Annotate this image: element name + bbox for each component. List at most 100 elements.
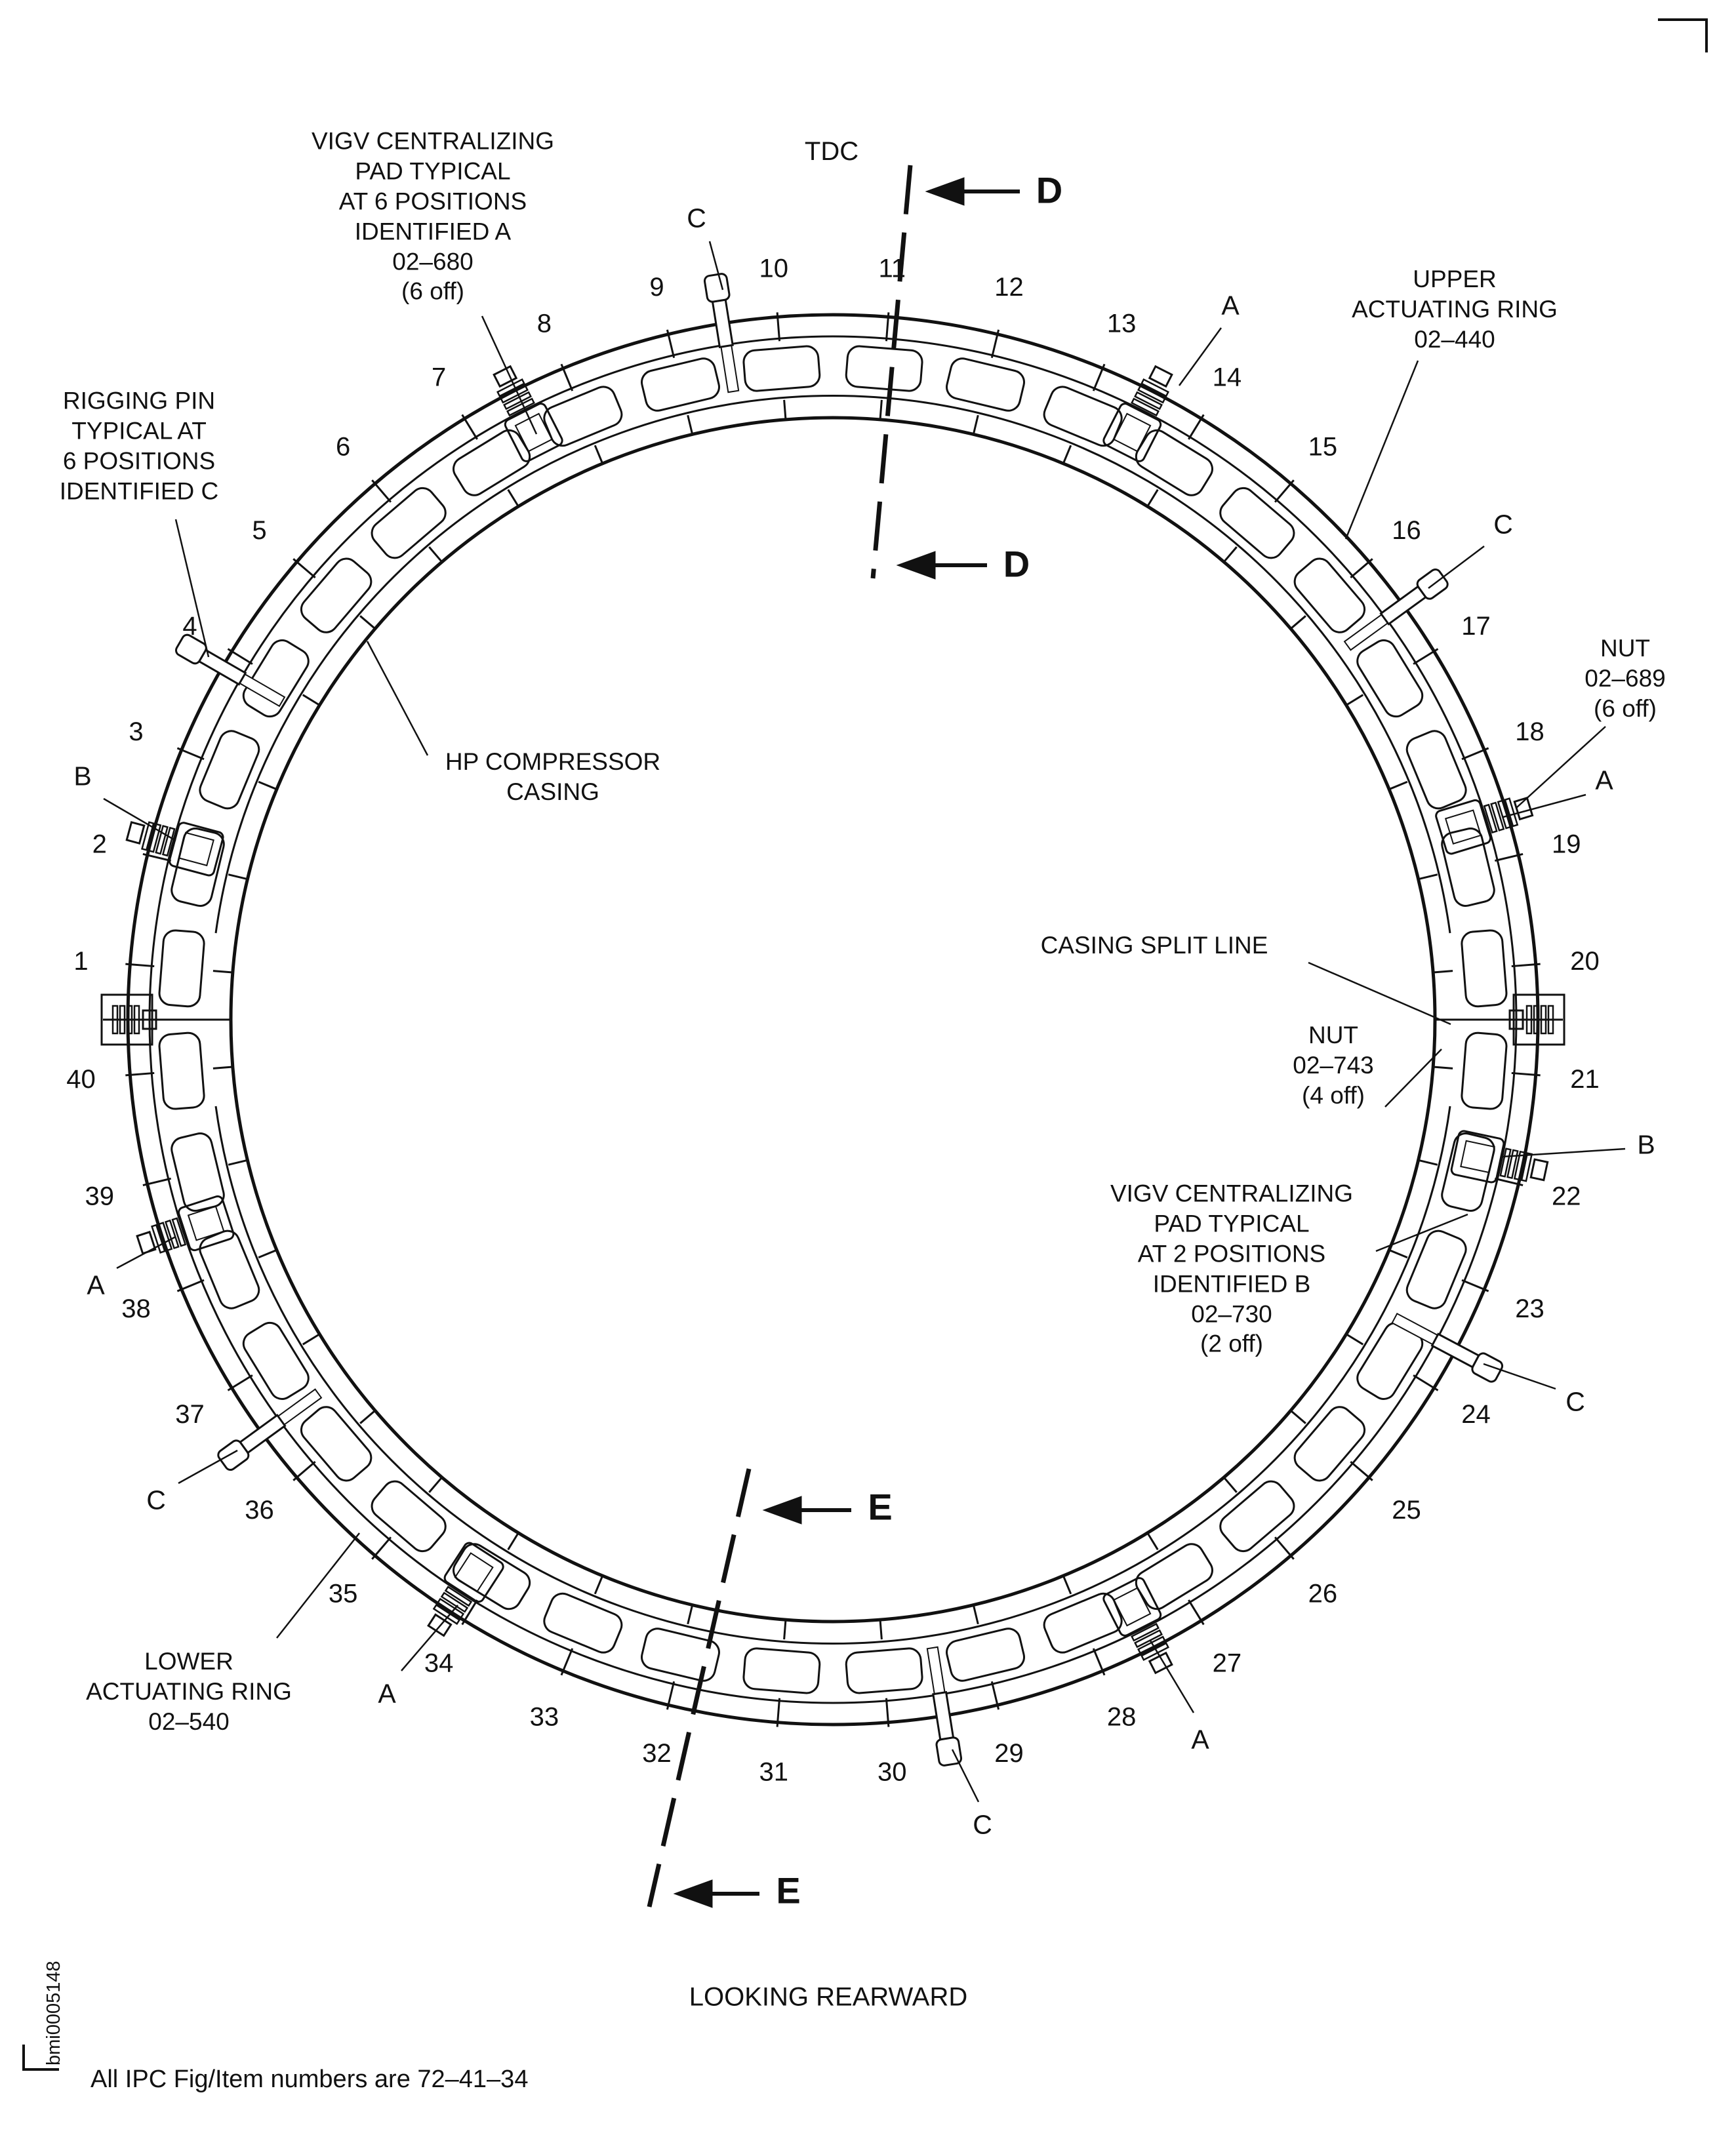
position-tick — [1461, 747, 1489, 761]
leader-b-left — [103, 797, 176, 842]
vane-spindle-tick — [428, 546, 443, 563]
position-tick — [1461, 1279, 1489, 1292]
position-number: 6 — [336, 433, 350, 462]
position-tick — [1092, 363, 1106, 391]
vane-spindle-tick — [1433, 970, 1453, 974]
marker-c-top: C — [687, 203, 706, 233]
leader-casing-split-line — [1308, 961, 1451, 1026]
vane-slot — [453, 429, 531, 496]
rigging-pin-c — [174, 633, 286, 708]
position-tick — [666, 1681, 676, 1710]
vane-slot — [1461, 929, 1508, 1008]
ipc-note: All IPC Fig/Item numbers are 72–41–34 — [91, 2066, 529, 2093]
vane-slot — [946, 357, 1025, 412]
position-tick — [776, 1698, 781, 1727]
vane-slot — [242, 639, 310, 718]
position-number: 34 — [424, 1649, 454, 1678]
position-number: 32 — [642, 1739, 672, 1768]
vane-spindle-tick — [1290, 615, 1306, 629]
position-number: 10 — [759, 254, 789, 283]
vane-spindle-tick — [228, 1159, 248, 1166]
vane-slot — [199, 730, 260, 810]
marker-c-left-lower: C — [146, 1485, 166, 1515]
vane-spindle-tick — [212, 1066, 233, 1069]
position-tick — [990, 329, 1000, 359]
section-marks — [647, 165, 1020, 1908]
position-number: 22 — [1552, 1182, 1581, 1210]
vane-spindle-tick — [1146, 489, 1159, 508]
position-number: 21 — [1570, 1065, 1600, 1094]
position-number: 15 — [1308, 433, 1338, 462]
centralizing-pad-a — [1102, 1577, 1173, 1675]
vane-spindle-tick — [302, 694, 321, 706]
vane-slot — [171, 1132, 225, 1212]
vane-slot — [158, 1031, 205, 1110]
position-number: 33 — [530, 1702, 559, 1731]
view-caption: LOOKING REARWARD — [689, 1982, 968, 2012]
vane-slot — [1043, 386, 1123, 447]
vane-spindle-tick — [428, 1477, 443, 1493]
section-e-arrow-bottom — [673, 1879, 759, 1908]
leader-nut-02-743 — [1384, 1049, 1442, 1108]
rigging-pin-c — [217, 1388, 323, 1471]
position-number: 23 — [1515, 1294, 1544, 1323]
vane-spindle-tick — [1223, 1477, 1238, 1493]
corner-mark-bottom-left — [22, 2045, 59, 2071]
vane-slot — [1293, 1406, 1366, 1482]
vane-spindle-tick — [1418, 1159, 1438, 1166]
vane-spindle-tick — [594, 445, 604, 464]
section-d-arrow-top — [925, 177, 1020, 206]
marker-a-left: A — [87, 1269, 105, 1300]
position-number: 31 — [759, 1757, 789, 1786]
position-tick — [885, 1698, 890, 1727]
casing-rings — [100, 313, 1565, 1727]
position-number: 27 — [1213, 1649, 1242, 1678]
leader-lines — [103, 241, 1626, 1803]
position-number: 8 — [537, 310, 552, 338]
position-number: 3 — [129, 717, 143, 746]
leader-vigv-pad-a — [481, 315, 538, 435]
position-tick — [293, 558, 316, 579]
centralizing-pad-b — [1450, 1130, 1549, 1184]
leader-c-bottom — [951, 1749, 980, 1803]
vane-spindle-tick — [879, 1620, 883, 1640]
marker-b-right: B — [1637, 1129, 1655, 1160]
vane-slot — [1461, 1031, 1508, 1110]
vane-slot — [371, 1480, 447, 1553]
position-number: 7 — [432, 363, 446, 391]
position-number: 25 — [1392, 1496, 1421, 1525]
position-number: 28 — [1107, 1702, 1137, 1731]
vane-slot — [1441, 1132, 1495, 1212]
position-number: 19 — [1552, 830, 1581, 859]
vane-slots — [158, 345, 1508, 1694]
position-number: 12 — [994, 273, 1024, 302]
vane-spindle-tick — [879, 399, 883, 420]
position-tick — [1350, 1460, 1373, 1481]
corner-mark-top-right — [1658, 18, 1708, 52]
lower-actuating-ring-arc — [214, 1106, 1451, 1645]
position-number: 40 — [66, 1065, 96, 1094]
centralizing-pad-a — [136, 1195, 235, 1255]
callout-rigging-pin: RIGGING PIN TYPICAL AT 6 POSITIONS IDENT… — [59, 387, 219, 504]
leader-lower-actuating-ring — [276, 1532, 360, 1639]
leader-nut-02-689 — [1516, 726, 1606, 809]
vane-spindle-tick — [594, 1575, 604, 1595]
position-tick — [885, 312, 890, 342]
vane-slot — [1356, 639, 1424, 718]
vane-slot — [1219, 1480, 1295, 1553]
position-tick — [1350, 558, 1373, 579]
position-ticks — [125, 312, 1541, 1727]
leader-hp-compressor-casing — [366, 641, 429, 756]
callout-nut-02-743: NUT 02–743 (4 off) — [1293, 1022, 1374, 1109]
vane-spindle-tick — [1345, 694, 1364, 706]
upper-actuating-ring-arc — [214, 395, 1451, 934]
position-number: 35 — [329, 1579, 358, 1608]
position-number: 16 — [1392, 516, 1421, 545]
position-tick — [666, 329, 676, 359]
marker-a-bottom-right: A — [1191, 1724, 1209, 1755]
position-number: 20 — [1570, 947, 1600, 976]
vane-spindle-tick — [1223, 546, 1238, 563]
section-letter-d-bottom: D — [1003, 543, 1030, 585]
vane-spindle-tick — [783, 1620, 787, 1640]
marker-a-top: A — [1221, 290, 1240, 321]
